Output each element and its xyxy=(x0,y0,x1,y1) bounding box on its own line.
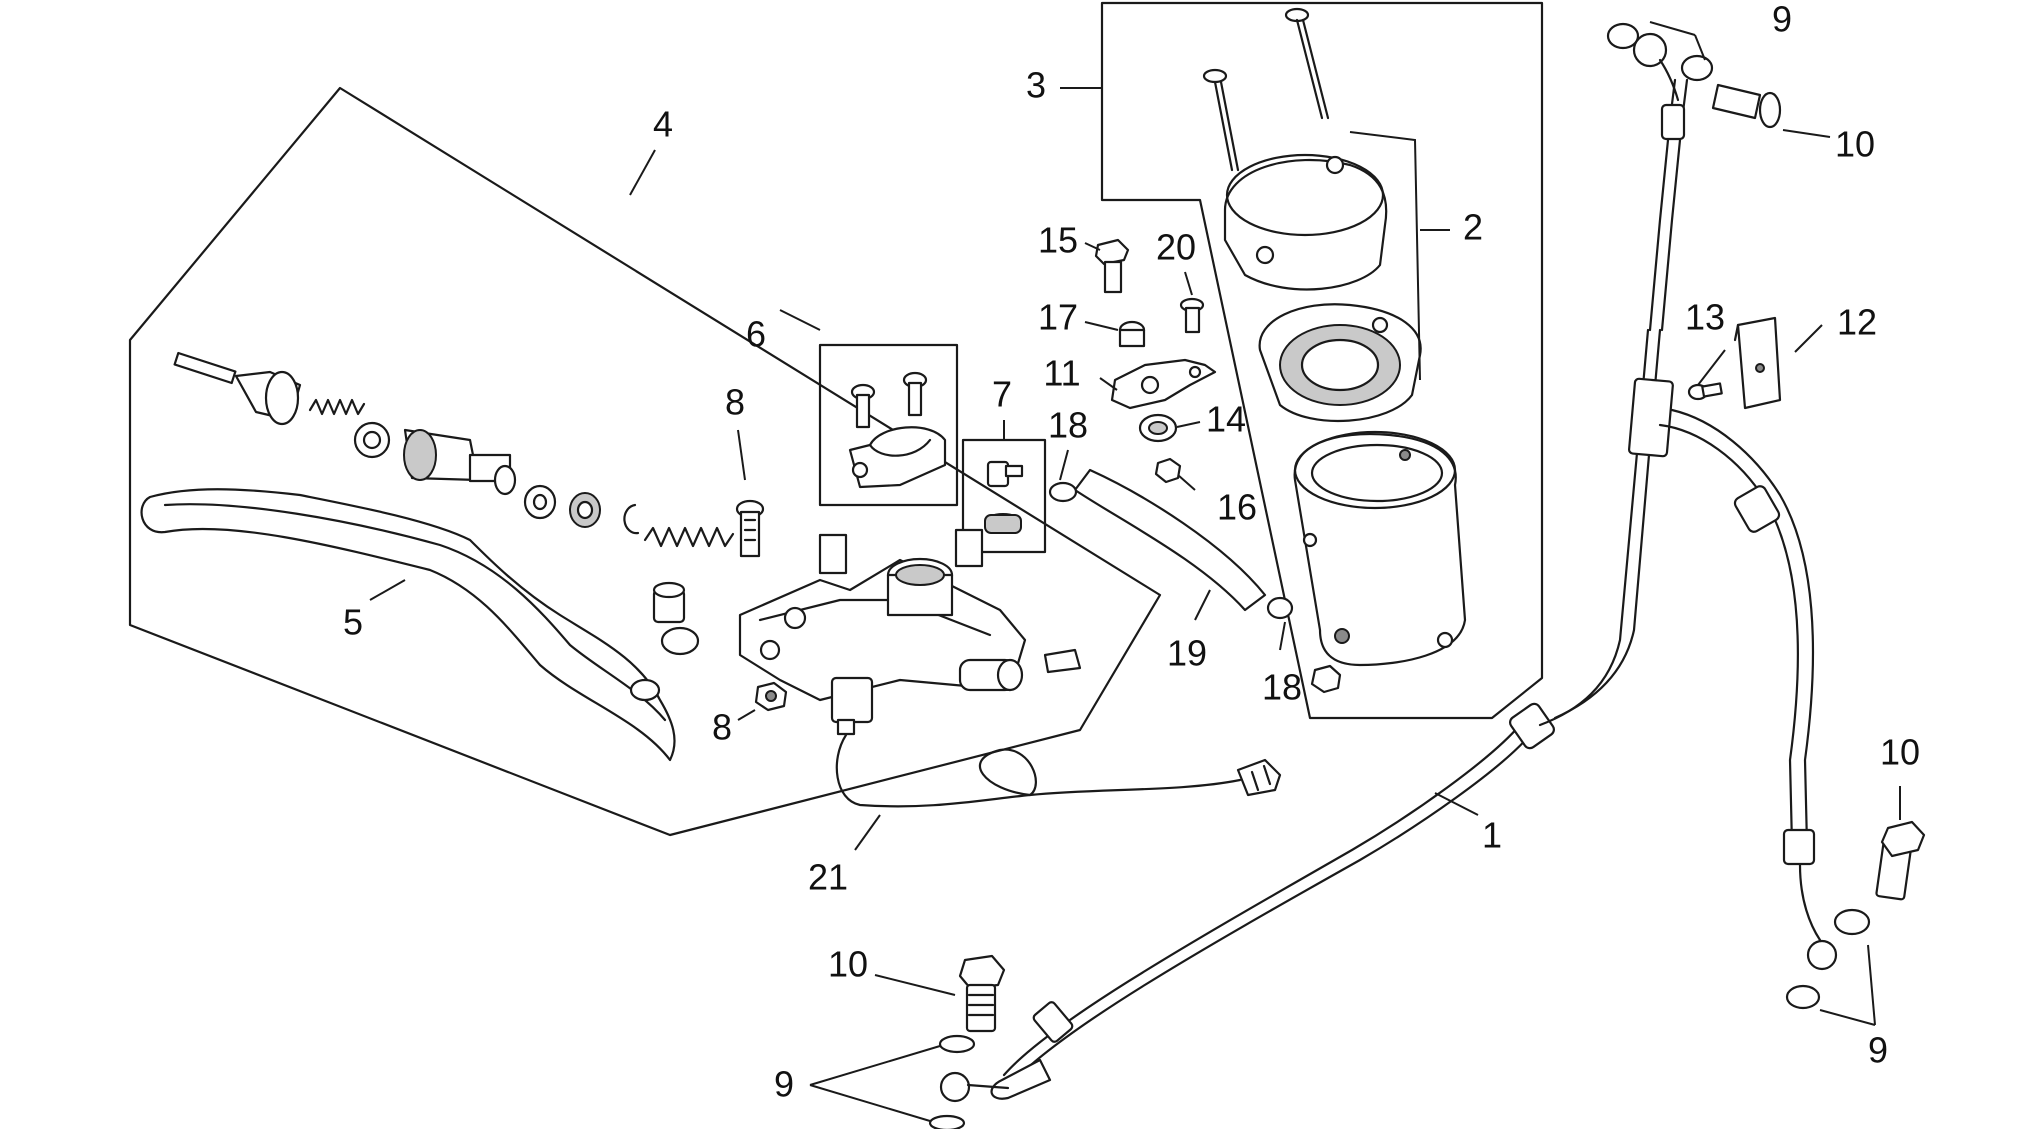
callout-9-lower-left: 9 xyxy=(774,1064,794,1105)
main-brake-hose xyxy=(939,328,1662,1103)
callout-14: 14 xyxy=(1206,399,1246,440)
callout-13: 13 xyxy=(1685,297,1725,338)
hose-clip-lower xyxy=(1266,596,1294,620)
clamp-group-box xyxy=(818,343,959,507)
cap-diaphragm xyxy=(1258,303,1422,423)
lower-banjo-hose xyxy=(1658,408,1838,971)
callout-11: 11 xyxy=(1043,353,1080,394)
return-spring-large xyxy=(643,526,735,548)
callout-6: 6 xyxy=(746,314,766,355)
brake-lever xyxy=(140,488,700,762)
bracket-bolt-15 xyxy=(1094,238,1130,294)
pushrod xyxy=(173,351,302,426)
pivot-bush xyxy=(652,581,686,624)
callout-15: 15 xyxy=(1038,220,1078,261)
callout-16: 16 xyxy=(1217,487,1257,528)
stop-switch-cable xyxy=(830,676,1282,808)
callout-2: 2 xyxy=(1463,207,1483,248)
leader-lines xyxy=(369,21,1901,1122)
circlip xyxy=(353,421,391,459)
hose-guide-12 xyxy=(1733,316,1782,410)
bracket-11 xyxy=(1110,358,1217,410)
return-spring-small xyxy=(308,398,366,416)
callout-7: 7 xyxy=(992,374,1012,415)
bracket-bolt-20 xyxy=(1179,297,1205,334)
reservoir-mount-nut xyxy=(1310,664,1342,694)
callout-20: 20 xyxy=(1156,227,1196,268)
piston-seal xyxy=(569,492,601,528)
callout-8-lower: 8 xyxy=(712,707,732,748)
callout-5: 5 xyxy=(343,602,363,643)
banjo-bolt-lower xyxy=(958,954,1006,1033)
callout-12: 12 xyxy=(1837,302,1877,343)
hose-clip-upper xyxy=(1048,481,1078,503)
callout-10-right: 10 xyxy=(1880,732,1920,773)
fluid-reservoir xyxy=(1293,430,1467,667)
sealing-washers xyxy=(928,22,1871,1129)
nut-16 xyxy=(1154,457,1182,484)
callout-10-bottom: 10 xyxy=(828,944,868,985)
grommet-14 xyxy=(1138,413,1178,443)
hose-19 xyxy=(1073,468,1267,612)
clamp-bolt-2 xyxy=(902,371,928,417)
snap-ring xyxy=(623,503,640,535)
upper-banjo-hose xyxy=(1627,32,1689,458)
callout-21: 21 xyxy=(808,857,848,898)
reservoir-screw-short xyxy=(1202,68,1240,172)
group-2-bracket xyxy=(1349,131,1421,381)
clamp-bolt-1 xyxy=(850,383,876,429)
reservoir-cap xyxy=(1223,153,1388,291)
pivot-nut xyxy=(754,681,788,712)
callout-numbers: 1 2 3 4 5 6 7 8 8 9 9 9 10 10 10 11 12 1… xyxy=(343,0,1920,1105)
banjo-bolt-right xyxy=(1875,820,1926,901)
callout-8-upper: 8 xyxy=(725,382,745,423)
stop-light-switch xyxy=(984,460,1024,534)
callout-4: 4 xyxy=(653,104,673,145)
callout-18-lower: 18 xyxy=(1262,667,1302,708)
callout-9-top: 9 xyxy=(1772,0,1792,40)
guide-bolt-13 xyxy=(1687,382,1723,401)
spacer-17 xyxy=(1118,320,1146,348)
callout-10-top: 10 xyxy=(1835,124,1875,165)
pivot-bolt xyxy=(735,499,765,558)
reservoir-screw-long xyxy=(1284,7,1330,120)
callout-18-upper: 18 xyxy=(1048,405,1088,446)
piston-washer xyxy=(523,484,557,520)
master-piston xyxy=(403,428,517,496)
master-cylinder-body xyxy=(738,528,1082,702)
callout-1: 1 xyxy=(1482,815,1502,856)
callout-9-lower-right: 9 xyxy=(1868,1030,1888,1071)
callout-3: 3 xyxy=(1026,65,1046,106)
callout-17: 17 xyxy=(1038,297,1078,338)
lever-assembly-group-box xyxy=(128,86,1162,837)
callout-19: 19 xyxy=(1167,633,1207,674)
banjo-bolt-upper xyxy=(1711,83,1782,129)
handlebar-clamp xyxy=(848,371,947,489)
reservoir-group-box xyxy=(1100,1,1544,720)
